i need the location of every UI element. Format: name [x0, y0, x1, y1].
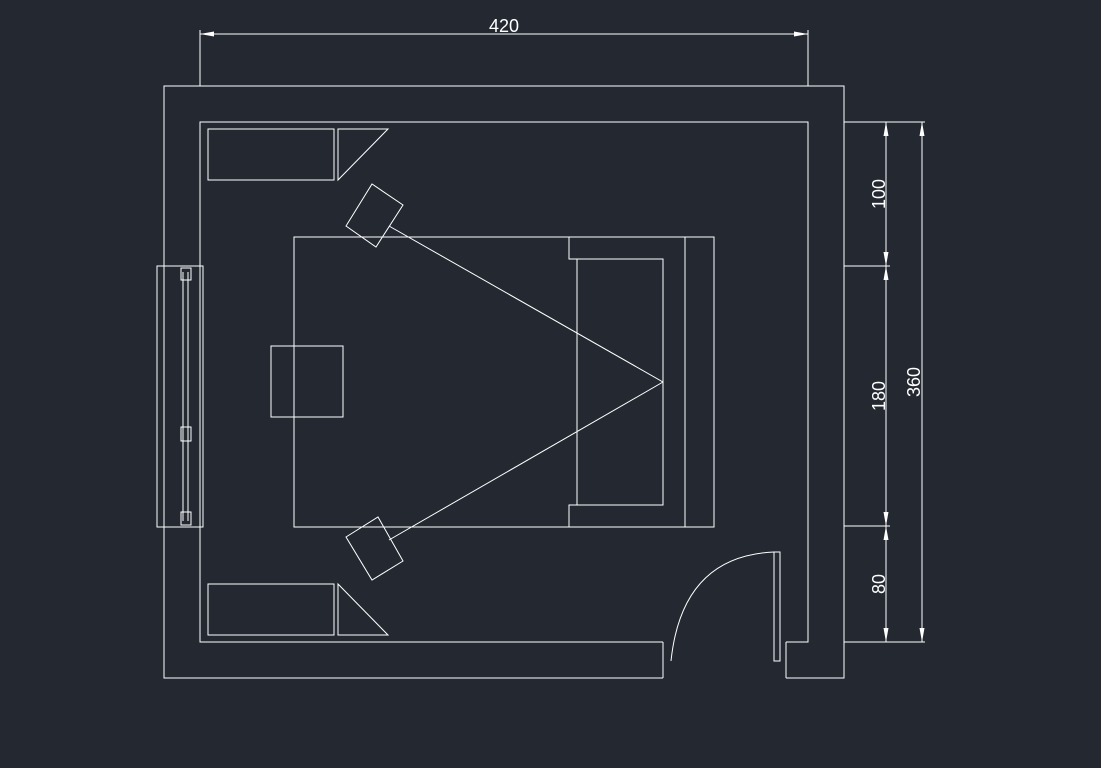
- window-latch-middle: [180, 426, 192, 442]
- cabinet-bottom-left-corner: [337, 582, 390, 636]
- bed-mattress-outline: [568, 237, 664, 527]
- window-latch-bottom: [180, 511, 192, 526]
- window-latch-top: [180, 267, 192, 281]
- door: [670, 551, 781, 662]
- door-swing-arc: [670, 551, 775, 662]
- table: [270, 345, 344, 418]
- room-walls: [163, 85, 925, 679]
- cabinet-bottom-left: [207, 582, 390, 636]
- inner-wall: [199, 121, 809, 643]
- dimension-top-label: 420: [489, 16, 519, 36]
- window: [156, 265, 204, 528]
- dimension-right-total-arrow-top: [919, 122, 925, 136]
- dimension-top: 420: [199, 16, 809, 86]
- bed: [293, 236, 715, 528]
- dimension-right-arrow-5: [883, 526, 889, 540]
- speaker-top: [345, 183, 404, 248]
- speaker-bottom: [345, 516, 404, 581]
- cabinet-top-left: [207, 128, 390, 182]
- dimension-right-total: 360: [904, 122, 925, 642]
- sight-line-top: [388, 225, 664, 383]
- dimension-right-label-1: 100: [869, 179, 889, 209]
- dimension-right-segments: 100 180 80: [844, 121, 925, 642]
- door-leaf: [773, 551, 781, 662]
- dimension-right-total-label: 360: [904, 367, 924, 397]
- dimension-right-arrow-6: [883, 628, 889, 642]
- cabinet-top-left-corner: [337, 128, 390, 182]
- dimension-top-arrow-right: [794, 31, 808, 37]
- dimension-right-label-2: 180: [869, 381, 889, 411]
- window-frame: [156, 265, 204, 528]
- outer-wall: [163, 85, 845, 679]
- dimension-right-arrow-2: [883, 252, 889, 266]
- dimension-right-label-3: 80: [869, 574, 889, 594]
- bed-frame: [293, 236, 715, 528]
- cabinet-bottom-left-body: [207, 583, 335, 636]
- sight-line-bottom: [388, 381, 664, 541]
- dimension-right-arrow-4: [883, 512, 889, 526]
- dimension-right-arrow-1: [883, 122, 889, 136]
- speakers: [345, 183, 664, 581]
- dimension-top-arrow-left: [200, 31, 214, 37]
- cabinet-top-left-body: [207, 128, 335, 181]
- dimension-right-total-arrow-bottom: [919, 628, 925, 642]
- dimension-right-arrow-3: [883, 266, 889, 280]
